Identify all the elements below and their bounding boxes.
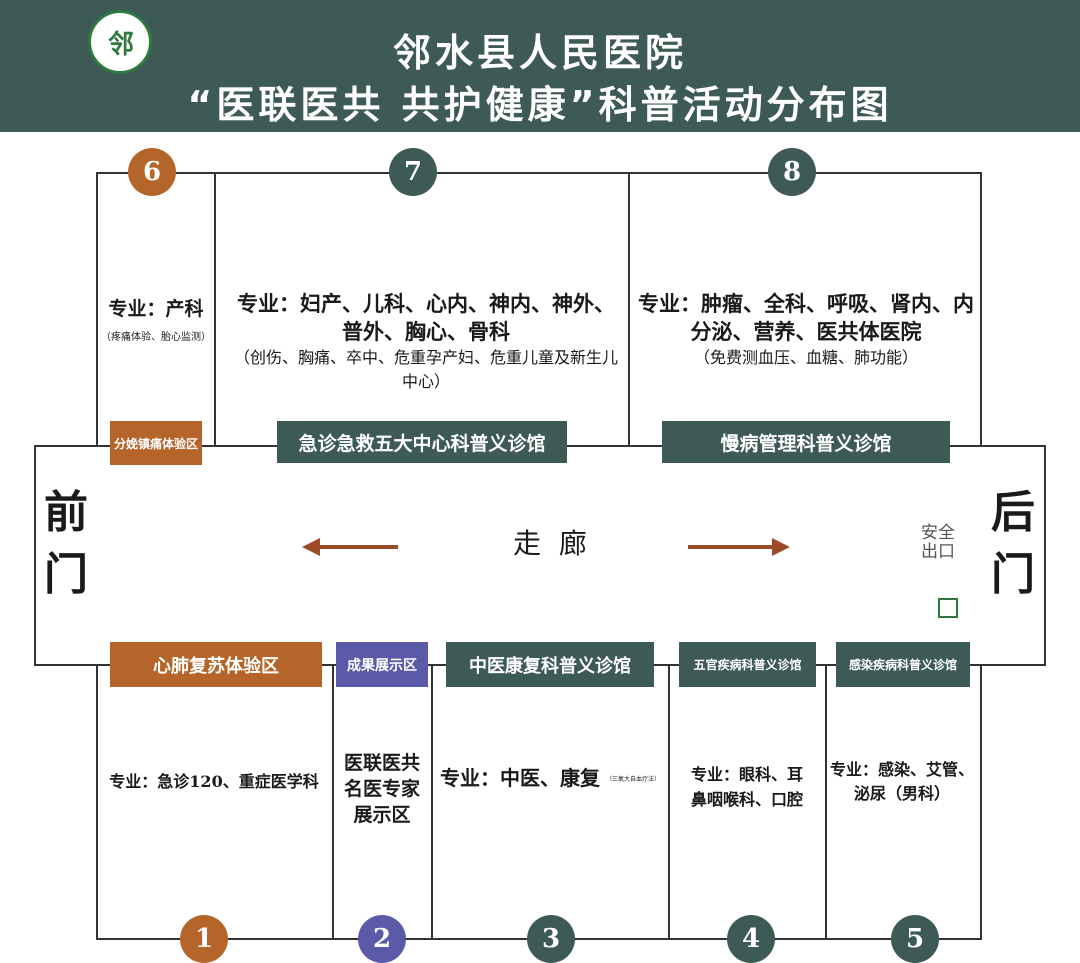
- room-6-specialty: 专业：产科: [108, 298, 204, 320]
- wall-divider-1-2: [332, 664, 334, 940]
- wall-right-top: [980, 172, 982, 446]
- arrow-right-shaft: [688, 545, 774, 549]
- wall-top: [96, 172, 982, 174]
- page-title: 邻水县人民医院: [392, 31, 687, 75]
- room-7-specialty: 专业：妇产、儿科、心内、神内、神外、普外、胸心、骨科: [237, 291, 615, 344]
- front-door-label: 前门: [44, 487, 88, 600]
- hospital-logo: 邻: [88, 10, 152, 74]
- room-number-6: 6: [128, 148, 176, 196]
- room-5-specialty: 专业：感染、艾管、泌尿（男科）: [829, 760, 974, 803]
- arrow-left-shaft: [318, 545, 398, 549]
- corridor-label: 走 廊: [513, 527, 587, 560]
- room-number-4: 4: [727, 915, 775, 963]
- room-2-specialty: 医联医共名医专家展示区: [344, 752, 421, 826]
- room-number-5: 5: [891, 915, 939, 963]
- room-1-specialty: 专业：急诊120、重症医学科: [109, 772, 319, 791]
- ent-clinic-banner: 五官疾病科普义诊馆: [679, 642, 816, 687]
- room-number-7: 7: [389, 148, 437, 196]
- arrow-right-icon: [772, 538, 790, 556]
- cpr-experience-banner: 心肺复苏体验区: [110, 642, 322, 687]
- emergency-clinic-banner: 急诊急救五大中心科普义诊馆: [277, 421, 567, 463]
- wall-divider-3-4: [668, 664, 670, 940]
- wall-divider-2-3: [431, 664, 433, 940]
- wall-left-bottom: [96, 664, 98, 940]
- results-display-banner: 成果展示区: [336, 642, 428, 687]
- room-3-note: （三氧大自血疗法）: [605, 776, 660, 783]
- room-8-specialty: 专业：肿瘤、全科、呼吸、肾内、内分泌、营养、医共体医院: [638, 291, 974, 344]
- arrow-left-icon: [302, 538, 320, 556]
- back-door-wall: [1044, 445, 1046, 666]
- wall-divider-6-7: [214, 172, 216, 446]
- exit-sign: 安全出口: [921, 523, 955, 562]
- room-number-3: 3: [527, 915, 575, 963]
- room-7-note: （创伤、胸痛、卒中、危重孕产妇、危重儿童及新生儿中心）: [234, 348, 619, 391]
- room-4-specialty: 专业：眼科、耳鼻咽喉科、口腔: [690, 765, 803, 809]
- back-door-label: 后门: [991, 487, 1035, 600]
- room-6-note: （疼痛体验、胎心监测）: [101, 332, 211, 343]
- room-number-1: 1: [180, 915, 228, 963]
- wall-divider-7-8: [628, 172, 630, 446]
- chronic-clinic-banner: 慢病管理科普义诊馆: [662, 421, 950, 463]
- front-door-wall: [34, 445, 36, 666]
- room-number-2: 2: [358, 915, 406, 963]
- header-banner: [0, 0, 1080, 132]
- hospital-logo-mark: 邻: [107, 29, 134, 60]
- page-subtitle: “医联医共 共护健康”科普活动分布图: [187, 83, 893, 127]
- wall-left-top: [96, 172, 98, 446]
- wall-divider-4-5: [825, 664, 827, 940]
- labor-analgesia-banner: 分娩镇痛体验区: [110, 421, 202, 465]
- tcm-clinic-banner: 中医康复科普义诊馆: [446, 642, 654, 687]
- room-8-note: （免费测血压、血糖、肺功能）: [693, 348, 918, 367]
- wall-right-bottom: [980, 664, 982, 940]
- green-mark-icon: [938, 598, 958, 618]
- room-3-specialty: 专业：中医、康复: [440, 766, 600, 790]
- infection-clinic-banner: 感染疾病科普义诊馆: [836, 642, 970, 687]
- room-number-8: 8: [768, 148, 816, 196]
